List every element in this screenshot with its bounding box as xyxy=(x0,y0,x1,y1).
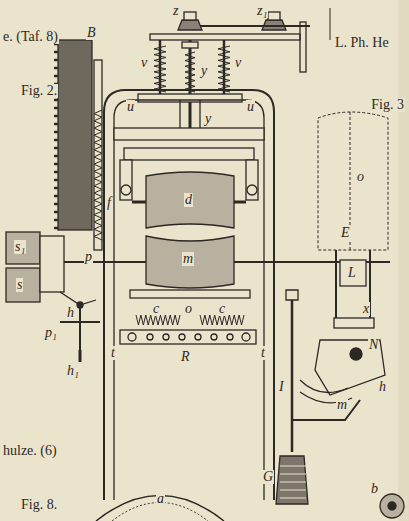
bar-hole xyxy=(147,334,153,340)
column-rule xyxy=(330,8,331,40)
part-letter: s xyxy=(16,278,23,292)
part-letter: p₁ xyxy=(44,326,58,340)
spring-coil xyxy=(200,315,244,325)
weight-ring xyxy=(280,482,306,483)
part-letter: B xyxy=(86,26,97,40)
figure-label: Fig. 3 xyxy=(370,98,405,112)
part-letter: t xyxy=(110,346,116,360)
part-letter: v xyxy=(234,56,242,70)
part-letter: m xyxy=(182,252,194,266)
rollers xyxy=(60,172,390,298)
part-letter: a xyxy=(156,492,165,506)
gear-tooth xyxy=(54,75,58,78)
coil-spring xyxy=(94,110,102,240)
coil-springs xyxy=(154,46,230,92)
part-letter: d xyxy=(184,193,193,207)
main-frame xyxy=(104,90,274,500)
part-letter: N xyxy=(368,338,379,352)
gear-tooth xyxy=(54,123,58,126)
part-letter: h xyxy=(378,380,387,394)
part-letter: f xyxy=(106,196,112,210)
part-letter: I xyxy=(278,380,285,394)
bar-hole xyxy=(179,334,185,340)
weight-ring xyxy=(280,498,306,499)
heading-fragment: e. (Taf. 8) xyxy=(2,30,59,44)
part-letter: c xyxy=(218,302,226,316)
gear-tooth xyxy=(54,203,58,206)
part-letter: u xyxy=(126,100,135,114)
paper-edge xyxy=(398,0,409,521)
spring-bar xyxy=(120,330,256,344)
gear-tooth xyxy=(54,107,58,110)
part-letter: x xyxy=(362,302,370,316)
weight-ring xyxy=(280,490,306,491)
part-letter: z xyxy=(172,4,179,18)
figure-label: Fig. 8. xyxy=(20,498,58,512)
gear-tooth xyxy=(54,195,58,198)
part-letter: o xyxy=(356,170,365,184)
part-letter: h xyxy=(66,306,75,320)
part-letter: L xyxy=(347,266,357,280)
part-letter: m xyxy=(336,398,348,412)
figure-label: Fig. 2. xyxy=(20,84,58,98)
gear-tooth xyxy=(54,139,58,142)
gear-tooth xyxy=(54,171,58,174)
gear-tooth xyxy=(54,179,58,182)
part-letter: R xyxy=(180,350,191,364)
spring-coil xyxy=(154,46,166,92)
heading-fragment: hulze. (6) xyxy=(2,444,58,458)
gear-tooth xyxy=(54,155,58,158)
part-letter: p xyxy=(84,250,93,264)
part-letter: v xyxy=(140,56,148,70)
gear-tooth xyxy=(54,227,58,230)
heading-fragment: L. Ph. He xyxy=(334,36,390,50)
part-letter: s₁ xyxy=(14,240,26,254)
fig8-wheel xyxy=(96,494,404,521)
weight-ring xyxy=(280,466,306,467)
coil-springs xyxy=(136,315,244,325)
gear-tooth xyxy=(54,211,58,214)
fig3-assembly xyxy=(300,112,388,403)
part-letter: t xyxy=(260,346,266,360)
gear-tooth xyxy=(54,99,58,102)
part-letter: o xyxy=(184,302,193,316)
spring-coil xyxy=(185,52,195,92)
bar-hole xyxy=(227,334,233,340)
part-letter: b xyxy=(370,482,379,496)
gear-tooth xyxy=(54,115,58,118)
part-letter: c xyxy=(152,302,160,316)
part-letter: E xyxy=(340,226,351,240)
part-letter: y xyxy=(204,112,212,126)
gear-train xyxy=(6,40,102,362)
spring-coil xyxy=(218,46,230,92)
part-letter: u xyxy=(246,100,255,114)
gear-tooth xyxy=(54,51,58,54)
gear-tooth xyxy=(54,59,58,62)
gear-tooth xyxy=(54,147,58,150)
bar-hole xyxy=(195,334,201,340)
bar-hole xyxy=(163,334,169,340)
part-letter: y xyxy=(200,64,208,78)
part-letter: z₁ xyxy=(256,4,268,18)
part-letter: h₁ xyxy=(66,364,80,378)
gear-tooth xyxy=(54,131,58,134)
spring-coil xyxy=(94,110,102,240)
spring-coil xyxy=(136,315,180,325)
part-letter: G xyxy=(262,470,274,484)
bar-hole xyxy=(211,334,217,340)
gear-tooth xyxy=(54,67,58,70)
gear-tooth xyxy=(54,187,58,190)
gear-tooth xyxy=(54,219,58,222)
screw-press-head xyxy=(138,12,310,132)
gear-tooth xyxy=(54,163,58,166)
weight-ring xyxy=(280,474,306,475)
